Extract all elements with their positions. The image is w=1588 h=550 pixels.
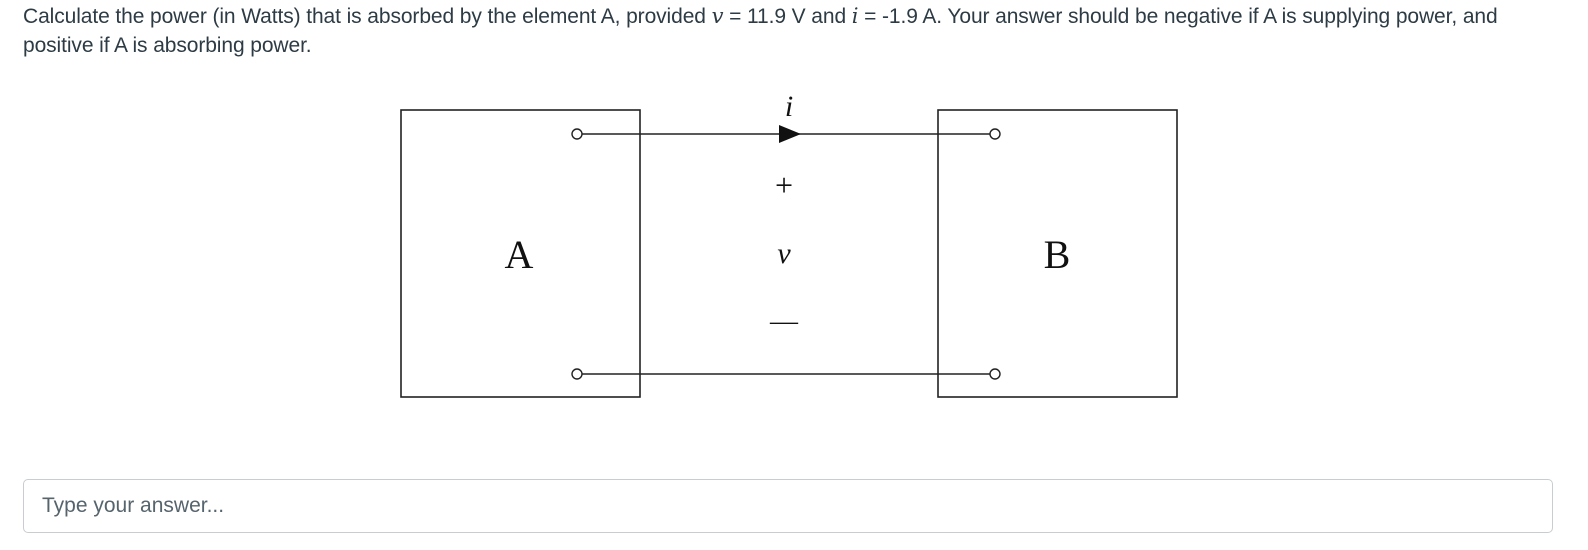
voltage-symbol: v (711, 4, 724, 28)
question-text-part2: = 11.9 V and (723, 5, 852, 28)
current-arrow-icon (779, 125, 801, 143)
element-a-label: A (505, 232, 534, 277)
answer-input[interactable] (24, 480, 1552, 532)
minus-sign: — (769, 306, 799, 337)
question-text-part1: Calculate the power (in Watts) that is a… (23, 5, 712, 28)
element-b-label: B (1044, 232, 1071, 277)
current-label: i (785, 90, 793, 123)
terminal-b-bottom (989, 368, 1001, 380)
terminal-a-bottom (571, 368, 583, 380)
terminal-b-top (989, 128, 1001, 140)
terminal-a-top (571, 128, 583, 140)
question-text: Calculate the power (in Watts) that is a… (23, 2, 1563, 60)
voltage-label: v (777, 237, 791, 270)
current-symbol: i (851, 4, 859, 28)
answer-field-container[interactable] (23, 479, 1553, 533)
element-b-box (937, 109, 1178, 398)
plus-sign: + (775, 167, 793, 203)
question-text-part3: = -1.9 A. Your answer should be negative… (23, 5, 1498, 57)
element-a-box (400, 109, 641, 398)
